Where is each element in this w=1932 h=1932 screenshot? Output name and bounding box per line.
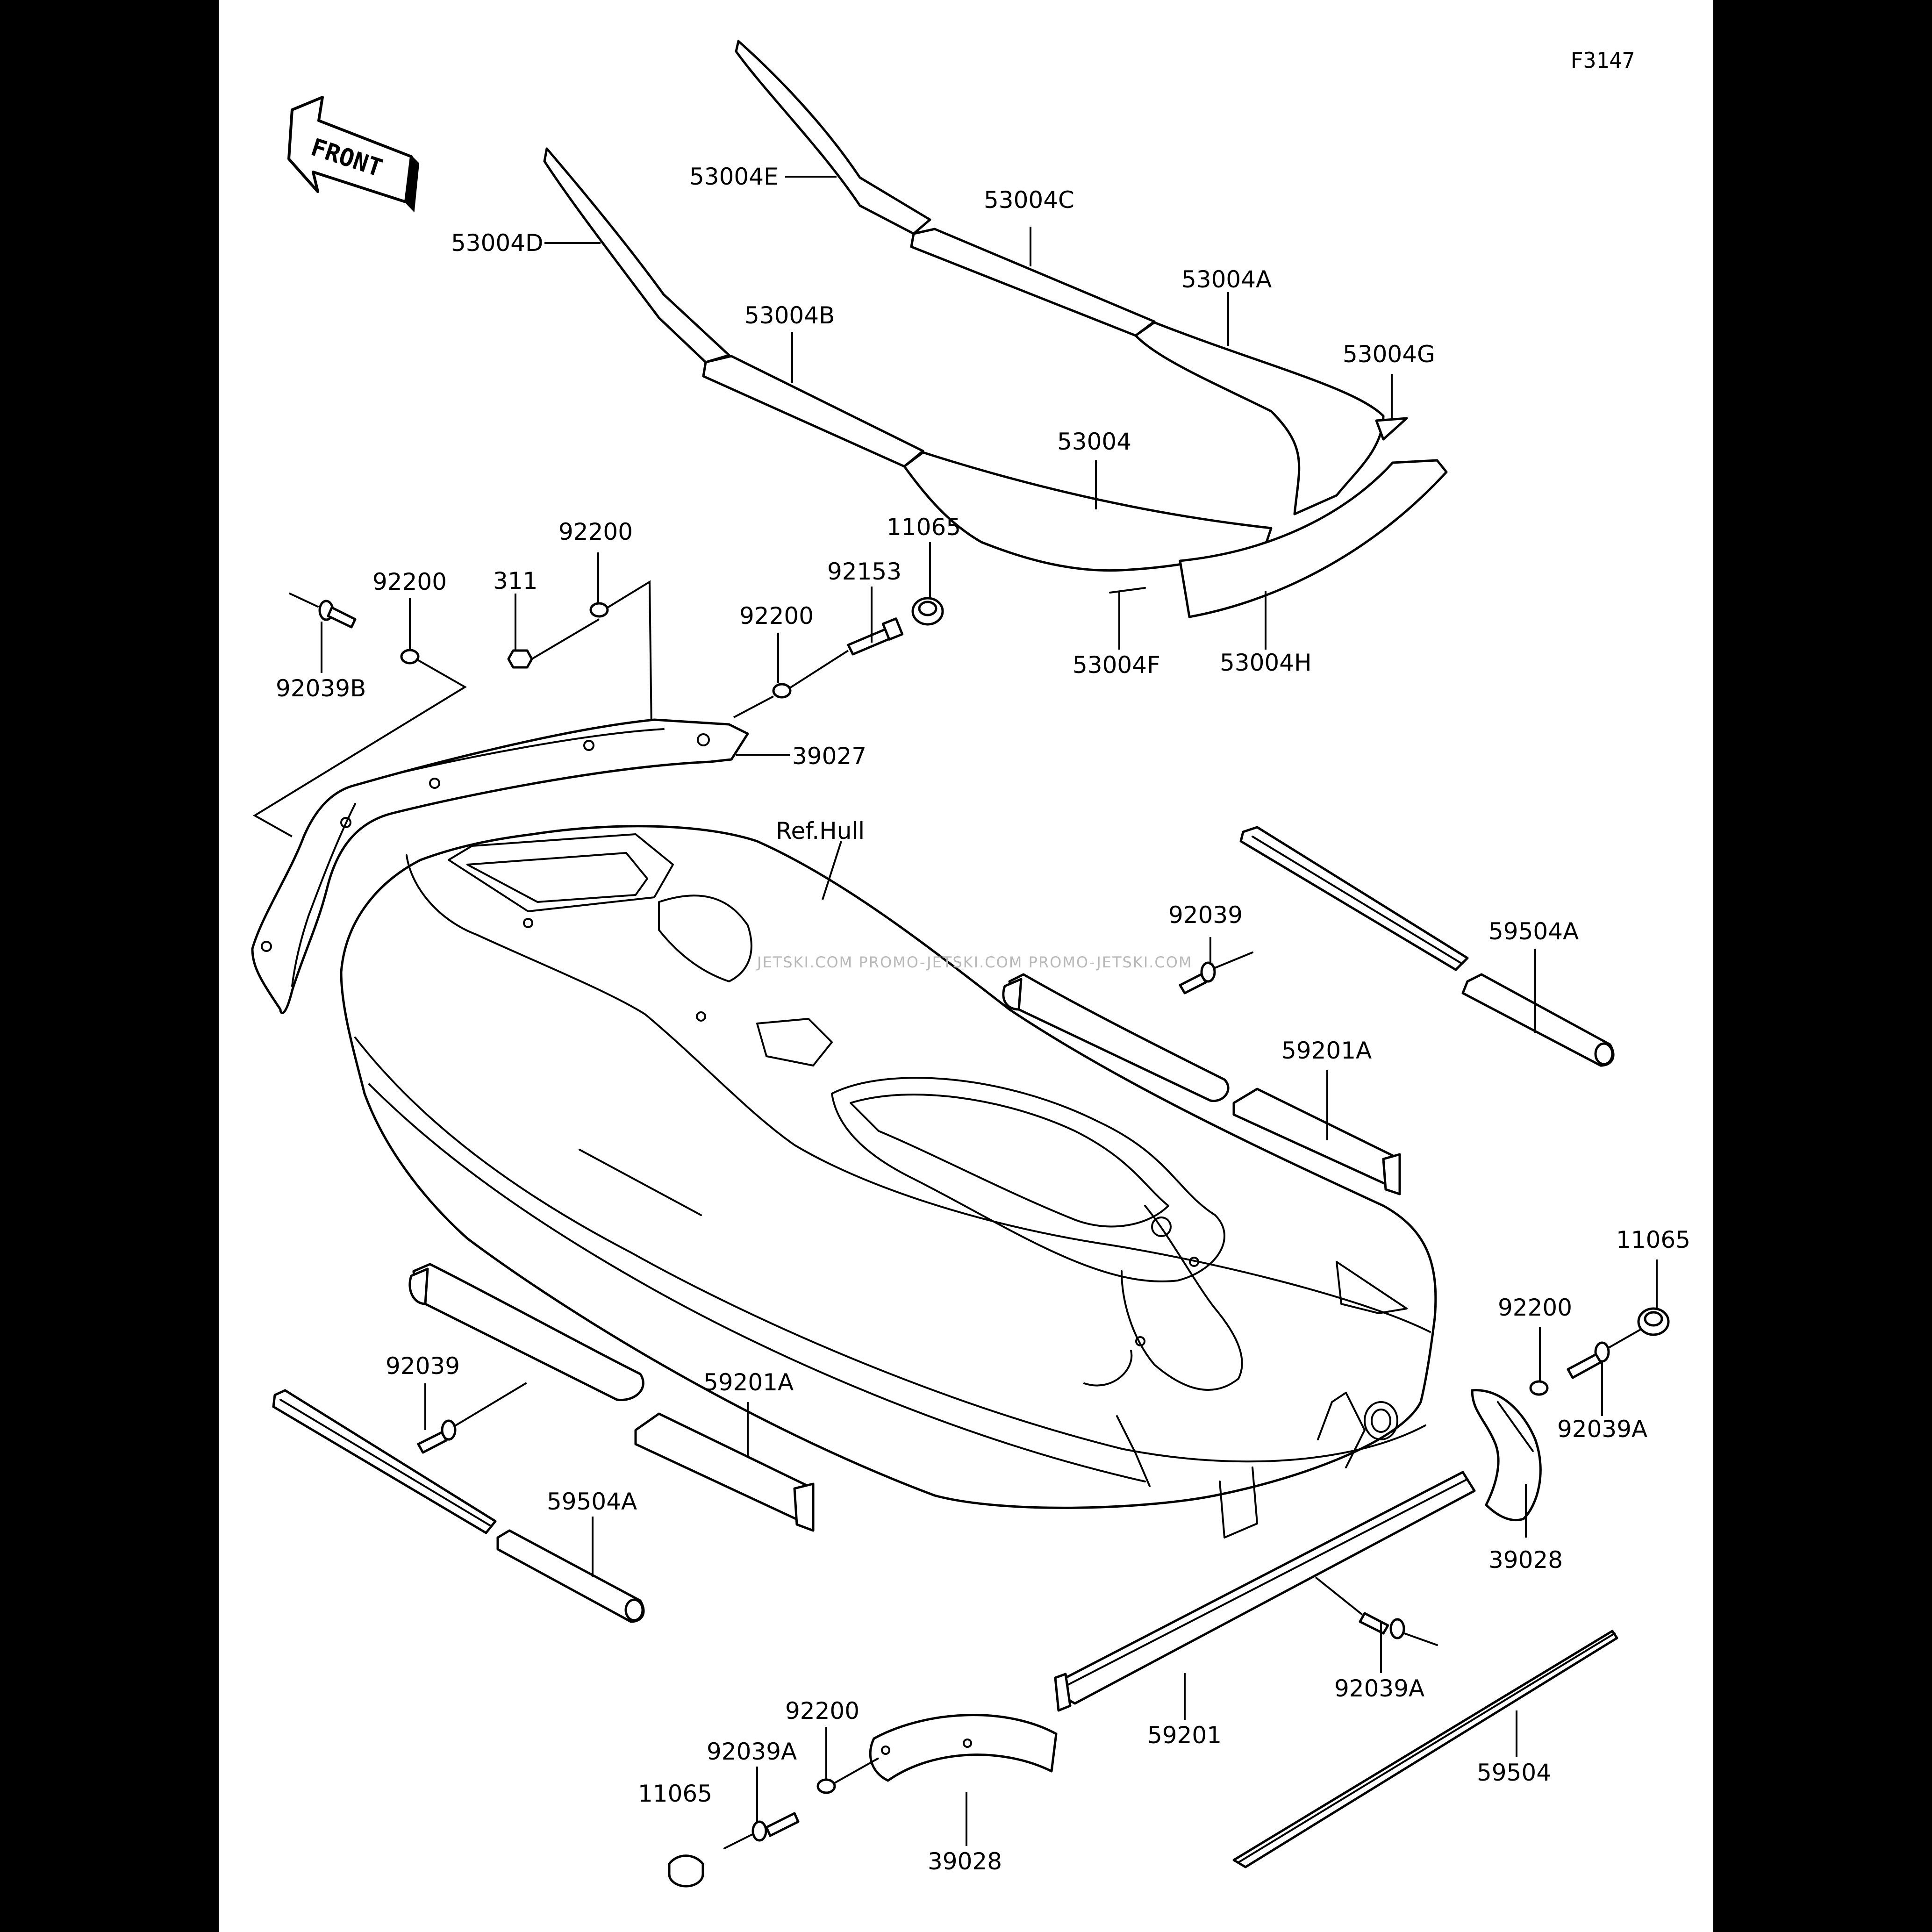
callout-59504A-upper[interactable]: 59504A bbox=[1488, 918, 1579, 945]
callout-59201A-lower[interactable]: 59201A bbox=[703, 1369, 794, 1396]
washer-92200-bottom bbox=[816, 1778, 836, 1794]
rail-59201A-upper bbox=[1232, 1088, 1401, 1195]
hull-reference bbox=[340, 825, 1437, 1538]
cap-11065-right bbox=[1637, 1307, 1670, 1336]
callout-11065-right[interactable]: 11065 bbox=[1616, 1226, 1690, 1253]
callout-39027[interactable]: 39027 bbox=[792, 743, 866, 770]
corner-39028-right bbox=[1471, 1389, 1542, 1522]
nut-311 bbox=[507, 649, 533, 669]
callout-92039-lower[interactable]: 92039 bbox=[386, 1352, 460, 1380]
callout-92039A-mid[interactable]: 92039A bbox=[1334, 1675, 1424, 1702]
callout-53004E[interactable]: 53004E bbox=[689, 163, 779, 190]
mat-53004E bbox=[735, 40, 931, 235]
front-arrow-icon: FRONT bbox=[287, 96, 420, 213]
cap-11065-bottom bbox=[668, 1854, 704, 1888]
callout-39028-bottom[interactable]: 39028 bbox=[928, 1848, 1002, 1875]
watermark: JETSKI.COM PROMO-JETSKI.COM PROMO-JETSKI… bbox=[756, 953, 1193, 971]
cap-11065-top bbox=[911, 597, 944, 626]
mat-53004H bbox=[1179, 459, 1448, 618]
callout-59504A-lower[interactable]: 59504A bbox=[547, 1488, 637, 1515]
hull-label[interactable]: Ref.Hull bbox=[776, 817, 865, 844]
rail-59504A-upper bbox=[1239, 826, 1615, 1067]
mat-53004G bbox=[1375, 417, 1408, 441]
callout-53004D[interactable]: 53004D bbox=[451, 229, 544, 257]
mat-53004F bbox=[1109, 587, 1146, 594]
callout-92039A-bottom[interactable]: 92039A bbox=[707, 1738, 797, 1765]
callout-92039A-right[interactable]: 92039A bbox=[1557, 1416, 1647, 1443]
callout-11065-top[interactable]: 11065 bbox=[887, 514, 961, 541]
corner-39028-bottom bbox=[869, 1714, 1058, 1782]
callout-59504[interactable]: 59504 bbox=[1477, 1759, 1551, 1786]
callout-53004A[interactable]: 53004A bbox=[1181, 266, 1272, 293]
rail-59504A-lower bbox=[272, 1389, 645, 1623]
mat-53004 bbox=[903, 451, 1273, 572]
callout-59201A-upper[interactable]: 59201A bbox=[1281, 1037, 1372, 1064]
diagram-code: F3147 bbox=[1570, 48, 1635, 73]
callout-92200-bottom[interactable]: 92200 bbox=[785, 1697, 859, 1724]
trim-39027 bbox=[251, 718, 749, 1015]
washer-92200-c bbox=[400, 649, 420, 665]
washer-92200-b bbox=[772, 683, 792, 699]
rail-59504 bbox=[1232, 1630, 1618, 1868]
rail-59504-upper-left bbox=[1002, 973, 1230, 1102]
callout-92039B[interactable]: 92039B bbox=[276, 675, 366, 702]
rivet-92039A-bottom bbox=[723, 1812, 800, 1849]
callout-53004C[interactable]: 53004C bbox=[984, 186, 1074, 214]
rail-59201A-lower bbox=[634, 1412, 815, 1532]
leader-92039A-mid-to-59201 bbox=[1315, 1576, 1363, 1616]
callout-92200-a[interactable]: 92200 bbox=[558, 518, 633, 545]
leader-lines bbox=[321, 176, 1658, 1846]
rivet-92039A-right bbox=[1567, 1329, 1641, 1379]
washer-92200-right bbox=[1529, 1380, 1549, 1396]
callout-39028-right[interactable]: 39028 bbox=[1488, 1546, 1563, 1574]
callout-53004[interactable]: 53004 bbox=[1057, 428, 1131, 455]
callout-11065-bottom[interactable]: 11065 bbox=[638, 1780, 712, 1807]
rail-59201 bbox=[1054, 1471, 1476, 1712]
callout-92200-b[interactable]: 92200 bbox=[739, 602, 814, 630]
rivet-92039-upper bbox=[1179, 952, 1253, 995]
rivet-92039-lower bbox=[417, 1382, 527, 1454]
callout-53004B[interactable]: 53004B bbox=[744, 302, 835, 329]
callout-92039-upper[interactable]: 92039 bbox=[1168, 902, 1243, 929]
callout-92153[interactable]: 92153 bbox=[827, 558, 902, 585]
callout-311[interactable]: 311 bbox=[493, 567, 537, 594]
callout-53004F[interactable]: 53004F bbox=[1073, 651, 1160, 679]
callout-59201[interactable]: 59201 bbox=[1147, 1722, 1222, 1749]
callout-92200-right[interactable]: 92200 bbox=[1498, 1294, 1572, 1321]
rivet-92039B bbox=[289, 593, 357, 629]
washer-92200-a bbox=[589, 602, 609, 618]
leader-washer-to-corner bbox=[834, 1757, 879, 1784]
callout-53004G[interactable]: 53004G bbox=[1343, 341, 1435, 368]
callout-92200-c[interactable]: 92200 bbox=[372, 568, 447, 595]
rail-59504-lower-upper bbox=[408, 1263, 644, 1402]
mat-53004A bbox=[1134, 321, 1385, 515]
callout-53004H[interactable]: 53004H bbox=[1220, 649, 1312, 676]
